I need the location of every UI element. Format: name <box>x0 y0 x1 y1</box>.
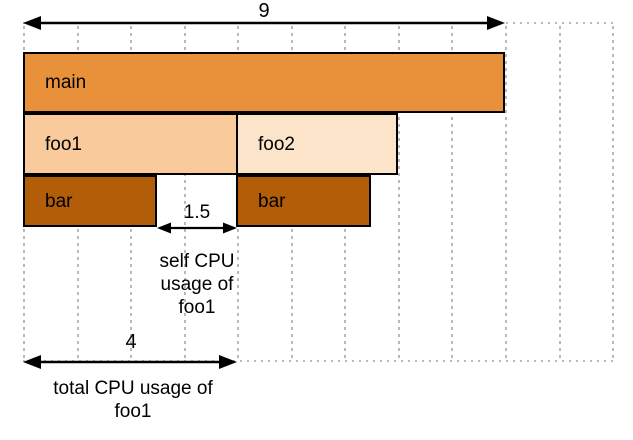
self-cpu-caption-line: foo1 <box>178 297 216 318</box>
total-cpu-caption-line: total CPU usage of <box>53 378 213 399</box>
total-cpu-caption-line: foo1 <box>114 401 152 422</box>
total-width-value: 9 <box>258 0 270 22</box>
grid-line-bottom <box>23 360 613 362</box>
grid-line-vertical <box>505 26 508 361</box>
frame-bar-left: bar <box>23 175 157 227</box>
grid-line-vertical <box>451 26 454 361</box>
total-cpu-value: 4 <box>125 331 137 353</box>
frame-label-foo1: foo1 <box>45 133 82 155</box>
self-cpu-caption-line: self CPU <box>159 251 235 272</box>
frame-label-bar-right: bar <box>258 190 286 212</box>
frame-main: main <box>23 52 505 113</box>
self-cpu-caption-line: usage of <box>160 274 234 295</box>
frame-label-bar-left: bar <box>45 190 73 212</box>
grid-line-vertical <box>612 26 615 361</box>
grid-line-vertical <box>397 26 400 361</box>
frame-label-foo2: foo2 <box>258 133 295 155</box>
frame-foo1: foo1 <box>23 113 238 175</box>
total-cpu-caption: total CPU usage of foo1 <box>53 377 212 423</box>
total-width-arrow <box>23 16 505 30</box>
grid-line-vertical <box>558 26 561 361</box>
self-cpu-caption: self CPU usage of foo1 <box>160 250 235 319</box>
frame-bar-right: bar <box>236 175 371 227</box>
self-cpu-arrow <box>157 222 237 234</box>
self-cpu-value: 1.5 <box>183 202 211 223</box>
frame-foo2: foo2 <box>236 113 398 175</box>
total-cpu-arrow <box>23 355 237 369</box>
frame-label-main: main <box>45 72 87 93</box>
grid-line-vertical <box>183 26 186 361</box>
